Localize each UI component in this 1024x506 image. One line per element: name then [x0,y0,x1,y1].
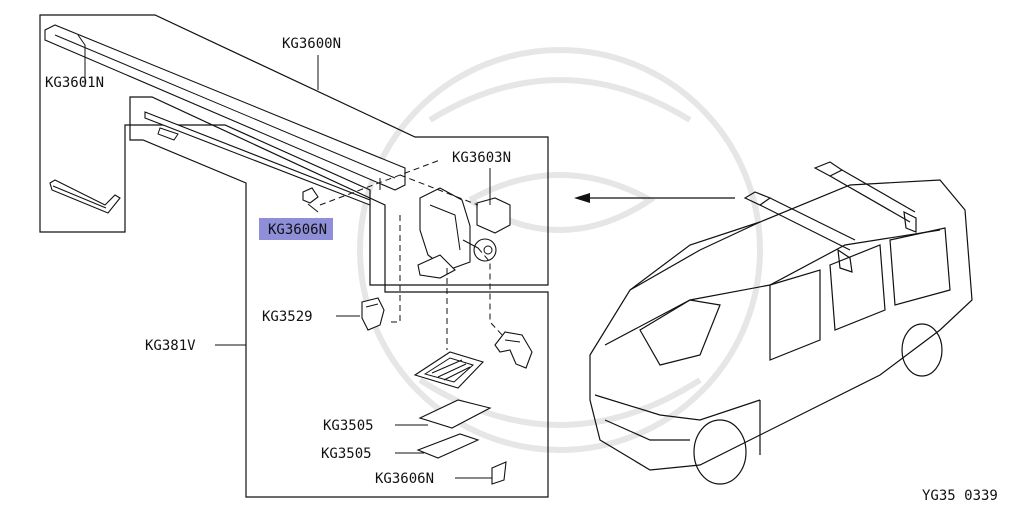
clip-upper-part [302,187,319,213]
rail-group-frame [39,14,549,286]
clip-bottom-part [491,461,507,485]
label-clip-bottom: KG3606N [375,471,434,487]
label-seal-lower: KG3505 [321,446,372,462]
label-rail-cover: KG3601N [45,75,104,91]
diagram-code: YG35 0339 [922,488,998,504]
label-seal-upper: KG3505 [323,418,374,434]
watermark-emblem [357,47,763,453]
roof-rail [44,24,406,191]
rail-insert-strip [144,111,371,206]
label-highlight [259,218,333,240]
label-rail: KG3600N [282,36,341,52]
pad-kg3529-part [361,297,385,331]
van-illustration [589,161,973,485]
hook-part [494,331,533,369]
rubber-mat [413,351,485,389]
kit-group-frame [129,96,549,498]
location-arrow [574,193,735,203]
label-kit: KG381V [145,338,196,354]
label-clip-highlighted: KG3606N [268,222,327,238]
rail-cover-bar [49,179,121,214]
seal-upper-part [418,399,492,429]
seal-lower-part [416,433,480,459]
label-pad: KG3529 [262,309,313,325]
label-bracket: KG3603N [452,150,511,166]
assembly-guides [319,159,506,350]
bracket-assembly [417,187,511,279]
